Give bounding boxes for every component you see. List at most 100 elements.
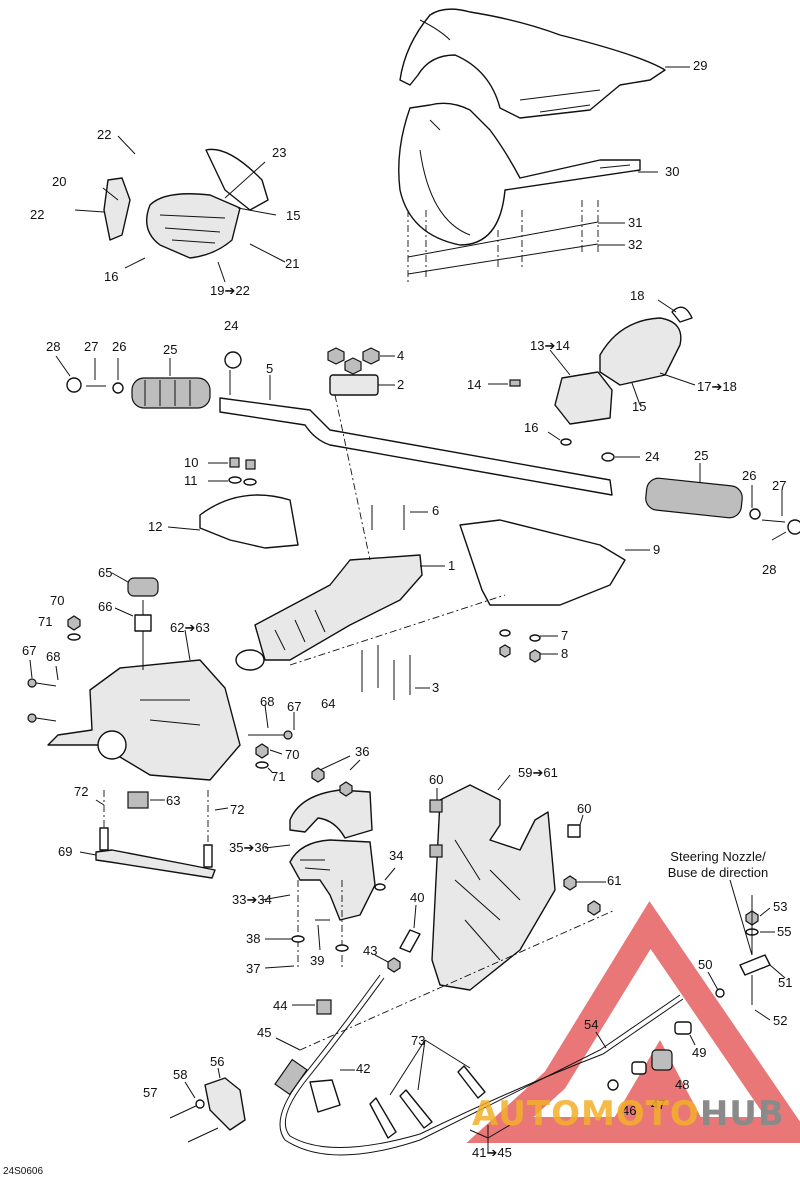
callout-label: 66 <box>98 599 113 614</box>
callout-label: 51 <box>778 975 793 990</box>
tube-40-43-44 <box>292 904 421 1015</box>
cover-12 <box>199 494 299 549</box>
callout-label: 19➔22 <box>210 283 250 298</box>
clamp-2 <box>329 374 379 396</box>
callout-label: 46 <box>622 1103 637 1118</box>
callout-label: 35➔36 <box>229 840 269 855</box>
block-63 <box>127 791 149 809</box>
screws-67-68 <box>27 659 295 740</box>
bracket-56-58 <box>169 1067 246 1143</box>
callout-label: 28 <box>46 339 61 354</box>
callout-label: 58 <box>173 1067 188 1082</box>
callout-label: 64 <box>321 696 336 711</box>
callout-label: 14 <box>467 377 482 392</box>
end-cap-28-right <box>787 519 800 535</box>
callout-label: 27 <box>772 478 787 493</box>
callout-label: 25 <box>694 448 709 463</box>
callout-label: 3 <box>432 680 440 695</box>
lower-cover-30 <box>398 102 641 246</box>
callout-label: 71 <box>38 614 53 629</box>
callout-label: 59➔61 <box>518 765 558 780</box>
bolts-6 <box>371 505 428 530</box>
callout-label: 16 <box>104 269 119 284</box>
steering-column-1 <box>235 554 445 671</box>
callout-label: 15 <box>632 399 647 414</box>
callout-label: 60 <box>577 801 592 816</box>
callout-label: 26 <box>112 339 127 354</box>
callout-label: 48 <box>675 1077 690 1092</box>
callout-label: 67 <box>287 699 302 714</box>
housing-19-22 <box>74 135 286 283</box>
callout-label: 28 <box>762 562 777 577</box>
callout-label: 41➔45 <box>472 1145 512 1160</box>
steering-cable-41-45 <box>274 974 684 1156</box>
callout-label: 31 <box>628 215 643 230</box>
callout-label: 68 <box>260 694 275 709</box>
lower-housing-62-63 <box>47 629 241 781</box>
callout-label: 5 <box>266 361 274 376</box>
callout-label: 2 <box>397 377 405 392</box>
figure-code: 24S0606 <box>3 1166 44 1177</box>
callout-label: 53 <box>773 899 788 914</box>
callout-label: 13➔14 <box>530 338 570 353</box>
dashed-axes-upper <box>289 394 506 666</box>
callout-label: 40 <box>410 890 425 905</box>
watermark-text: AUTOMOTOHUB <box>472 1094 785 1134</box>
callout-label: 57 <box>143 1085 158 1100</box>
callout-label: 8 <box>561 646 569 661</box>
callout-label: 33➔34 <box>232 892 272 907</box>
callout-label: 24 <box>645 449 660 464</box>
cap-18 <box>671 306 693 323</box>
callout-label: 12 <box>148 519 163 534</box>
grip-25-right <box>601 452 800 541</box>
bracket-59-61 <box>299 774 616 1051</box>
callout-label: 54 <box>584 1017 599 1032</box>
callout-label: 23 <box>272 145 287 160</box>
callout-label: 20 <box>52 174 67 189</box>
callout-label: 50 <box>698 957 713 972</box>
callout-label: 72 <box>230 802 245 817</box>
watermark-part2: HUB <box>699 1094 785 1134</box>
washer-24 <box>224 351 242 369</box>
bracket-20 <box>103 177 131 241</box>
lens-23 <box>205 148 269 211</box>
callout-label: 71 <box>271 769 286 784</box>
callout-label: 11 <box>184 473 198 488</box>
callout-label: 1 <box>448 558 456 573</box>
callout-label: 72 <box>74 784 89 799</box>
callout-label: 62➔63 <box>170 620 210 635</box>
callout-label: 69 <box>58 844 73 859</box>
callout-label: 17➔18 <box>697 379 737 394</box>
callout-label: 67 <box>22 643 37 658</box>
callout-label: 7 <box>561 628 569 643</box>
switch-housing-13-18 <box>488 299 696 446</box>
callout-label: 52 <box>773 1013 788 1028</box>
callout-label: 49 <box>692 1045 707 1060</box>
callout-label: 16 <box>524 420 539 435</box>
callout-label: 27 <box>84 339 99 354</box>
callout-label: 36 <box>355 744 370 759</box>
callout-label: 24 <box>224 318 239 333</box>
ties-73 <box>369 1039 486 1139</box>
watermark-triangle <box>466 901 800 1143</box>
isolator-65-66 <box>111 572 159 670</box>
nuts-4 <box>327 347 395 386</box>
callout-label: 4 <box>397 348 405 363</box>
callout-label: 22 <box>97 127 112 142</box>
callout-label: 47 <box>651 1097 666 1112</box>
callout-label: 21 <box>285 256 300 271</box>
watermark-part1: AUTOMOTO <box>472 1094 700 1134</box>
callout-label: 70 <box>50 593 65 608</box>
callout-label: 22 <box>30 207 45 222</box>
callout-label: 30 <box>665 164 680 179</box>
callout-label: 25 <box>163 342 178 357</box>
steering-nozzle-note: Steering Nozzle/ Buse de direction <box>667 849 769 880</box>
callout-label: 15 <box>286 208 301 223</box>
callout-label: 43 <box>363 943 378 958</box>
callout-label: 73 <box>411 1033 426 1048</box>
callout-label: 18 <box>630 288 645 303</box>
callout-label: 34 <box>389 848 404 863</box>
callout-label: 39 <box>310 953 325 968</box>
